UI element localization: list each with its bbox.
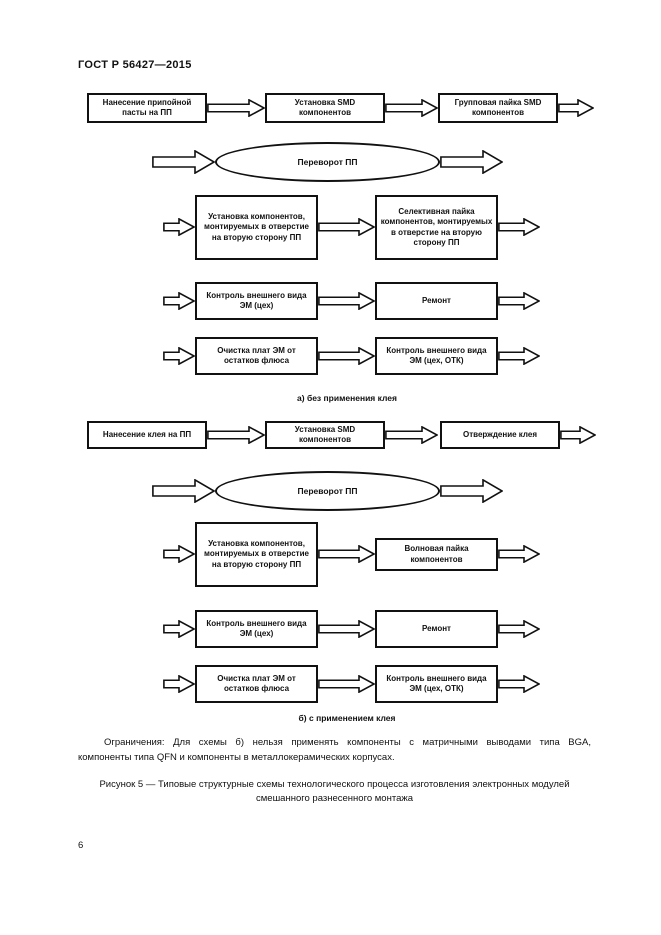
flow-arrow — [560, 426, 596, 444]
flow-arrow — [207, 99, 265, 117]
flow-arrow — [318, 292, 375, 310]
flow-arrow — [498, 545, 540, 563]
figure-caption: Рисунок 5 — Типовые структурные схемы те… — [99, 779, 570, 805]
flow-arrow — [318, 675, 375, 693]
flow-box-final-inspection-b: Контроль внешнего вида ЭМ (цех, ОТК) — [375, 665, 498, 703]
flow-box-selective-soldering: Селективная пайка компонентов, монтируем… — [375, 195, 498, 260]
flow-box-flux-cleaning-b: Очистка плат ЭМ от остатков флюса — [195, 665, 318, 703]
flow-arrow — [318, 347, 375, 365]
flow-box-visual-inspection-b: Контроль внешнего вида ЭМ (цех) — [195, 610, 318, 648]
flow-arrow — [498, 675, 540, 693]
flow-arrow — [318, 218, 375, 236]
flow-arrow — [498, 218, 540, 236]
flow-arrow — [498, 620, 540, 638]
flow-box-final-inspection-a: Контроль внешнего вида ЭМ (цех, ОТК) — [375, 337, 498, 375]
flow-arrow — [207, 426, 265, 444]
flow-box-smd-placement-a: Установка SMD компонентов — [265, 93, 385, 123]
flow-arrow — [440, 479, 503, 503]
flow-arrow — [440, 150, 503, 174]
flow-box-repair-a: Ремонт — [375, 282, 498, 320]
flow-box-tht-placement-b: Установка компонентов, монтируемых в отв… — [195, 522, 318, 587]
flow-arrow — [558, 99, 594, 117]
restrictions-line-2: компоненты типа QFN и компоненты в метал… — [78, 751, 395, 763]
diagram-a-caption: а) без применения клея — [297, 393, 397, 403]
flow-arrow — [163, 347, 195, 365]
diagram-b-caption: б) с применением клея — [298, 713, 396, 723]
flow-box-smd-placement-b: Установка SMD компонентов — [265, 421, 385, 449]
flow-arrow — [498, 292, 540, 310]
flow-arrow — [163, 218, 195, 236]
flow-arrow — [498, 347, 540, 365]
flow-box-solder-paste: Нанесение припойной пасты на ПП — [87, 93, 207, 123]
flow-box-flux-cleaning-a: Очистка плат ЭМ от остатков флюса — [195, 337, 318, 375]
flow-box-glue-application: Нанесение клея на ПП — [87, 421, 207, 449]
flow-box-glue-curing: Отверждение клея — [440, 421, 560, 449]
flow-box-tht-placement-a: Установка компонентов, монтируемых в отв… — [195, 195, 318, 260]
flow-arrow — [152, 479, 215, 503]
flow-box-repair-b: Ремонт — [375, 610, 498, 648]
flow-arrow — [163, 292, 195, 310]
flow-box-wave-soldering: Волновая пайка компонентов — [375, 538, 498, 571]
flow-box-visual-inspection-a: Контроль внешнего вида ЭМ (цех) — [195, 282, 318, 320]
flow-arrow — [318, 620, 375, 638]
flow-arrow — [385, 99, 438, 117]
flow-arrow — [163, 620, 195, 638]
flow-arrow — [163, 675, 195, 693]
flow-ellipse-board-flip-a: Переворот ПП — [215, 142, 440, 182]
flow-arrow — [152, 150, 215, 174]
flow-ellipse-board-flip-b: Переворот ПП — [215, 471, 440, 511]
document-header: ГОСТ Р 56427—2015 — [78, 59, 192, 71]
flow-arrow — [163, 545, 195, 563]
restrictions-line-1: Ограничения: Для схемы б) нельзя применя… — [104, 737, 591, 748]
flow-arrow — [318, 545, 375, 563]
flow-box-group-soldering: Групповая пайка SMD компонентов — [438, 93, 558, 123]
flow-arrow — [385, 426, 438, 444]
restrictions-paragraph: Ограничения: Для схемы б) нельзя применя… — [78, 736, 591, 765]
page-number: 6 — [78, 840, 84, 851]
